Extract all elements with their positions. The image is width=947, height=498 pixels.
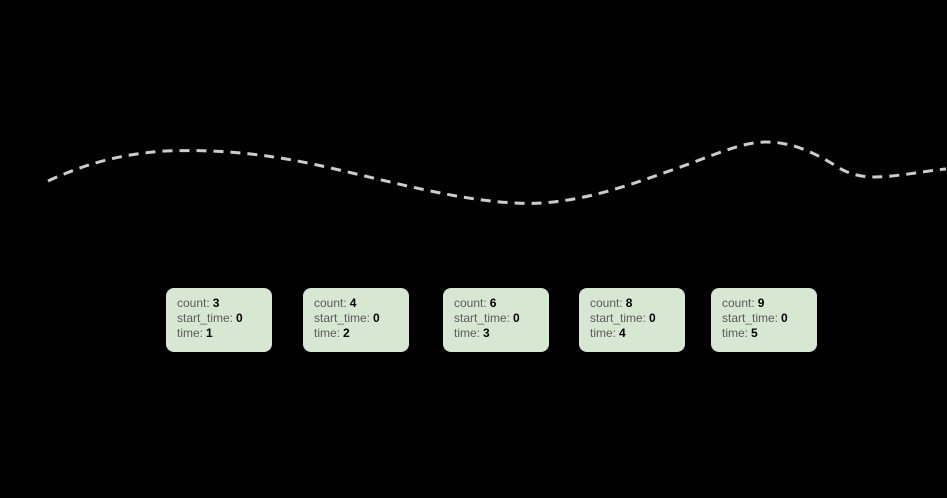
field-label: count:: [722, 296, 755, 310]
state-field: count:3: [177, 296, 272, 311]
state-field: count:6: [454, 296, 549, 311]
state-box: count:9 start_time:0 time:5: [711, 288, 817, 352]
state-field: start_time:0: [177, 311, 272, 326]
field-value: 2: [343, 326, 350, 340]
field-label: count:: [314, 296, 347, 310]
field-label: start_time:: [314, 311, 371, 325]
state-field: time:1: [177, 326, 272, 341]
field-label: time:: [314, 326, 341, 340]
field-label: time:: [722, 326, 749, 340]
field-label: count:: [590, 296, 623, 310]
field-value: 0: [513, 311, 520, 325]
field-label: time:: [177, 326, 204, 340]
dashed-trend-curve: [47, 140, 947, 205]
state-field: start_time:0: [454, 311, 549, 326]
field-value: 8: [625, 296, 633, 310]
state-field: start_time:0: [314, 311, 409, 326]
field-value: 0: [236, 311, 243, 325]
field-label: start_time:: [454, 311, 511, 325]
state-field: time:4: [590, 326, 685, 341]
state-box: count:3 start_time:0 time:1: [166, 288, 272, 352]
state-box: count:8 start_time:0 time:4: [579, 288, 685, 352]
field-label: count:: [177, 296, 210, 310]
state-field: count:4: [314, 296, 409, 311]
state-box: count:4 start_time:0 time:2: [303, 288, 409, 352]
field-value: 9: [757, 296, 765, 310]
field-label: time:: [590, 326, 617, 340]
field-label: start_time:: [722, 311, 779, 325]
field-label: start_time:: [177, 311, 234, 325]
field-value: 5: [751, 326, 758, 340]
state-field: time:5: [722, 326, 817, 341]
state-field: time:2: [314, 326, 409, 341]
state-box: count:6 start_time:0 time:3: [443, 288, 549, 352]
field-value: 6: [489, 296, 497, 310]
field-value: 4: [619, 326, 626, 340]
state-field: time:3: [454, 326, 549, 341]
field-label: start_time:: [590, 311, 647, 325]
field-value: 3: [483, 326, 490, 340]
field-value: 0: [373, 311, 380, 325]
field-value: 3: [212, 296, 220, 310]
field-label: count:: [454, 296, 487, 310]
state-field: count:9: [722, 296, 817, 311]
state-field: start_time:0: [722, 311, 817, 326]
field-value: 4: [349, 296, 357, 310]
field-value: 0: [781, 311, 788, 325]
state-field: start_time:0: [590, 311, 685, 326]
field-value: 0: [649, 311, 656, 325]
field-label: time:: [454, 326, 481, 340]
field-value: 1: [206, 326, 213, 340]
state-field: count:8: [590, 296, 685, 311]
